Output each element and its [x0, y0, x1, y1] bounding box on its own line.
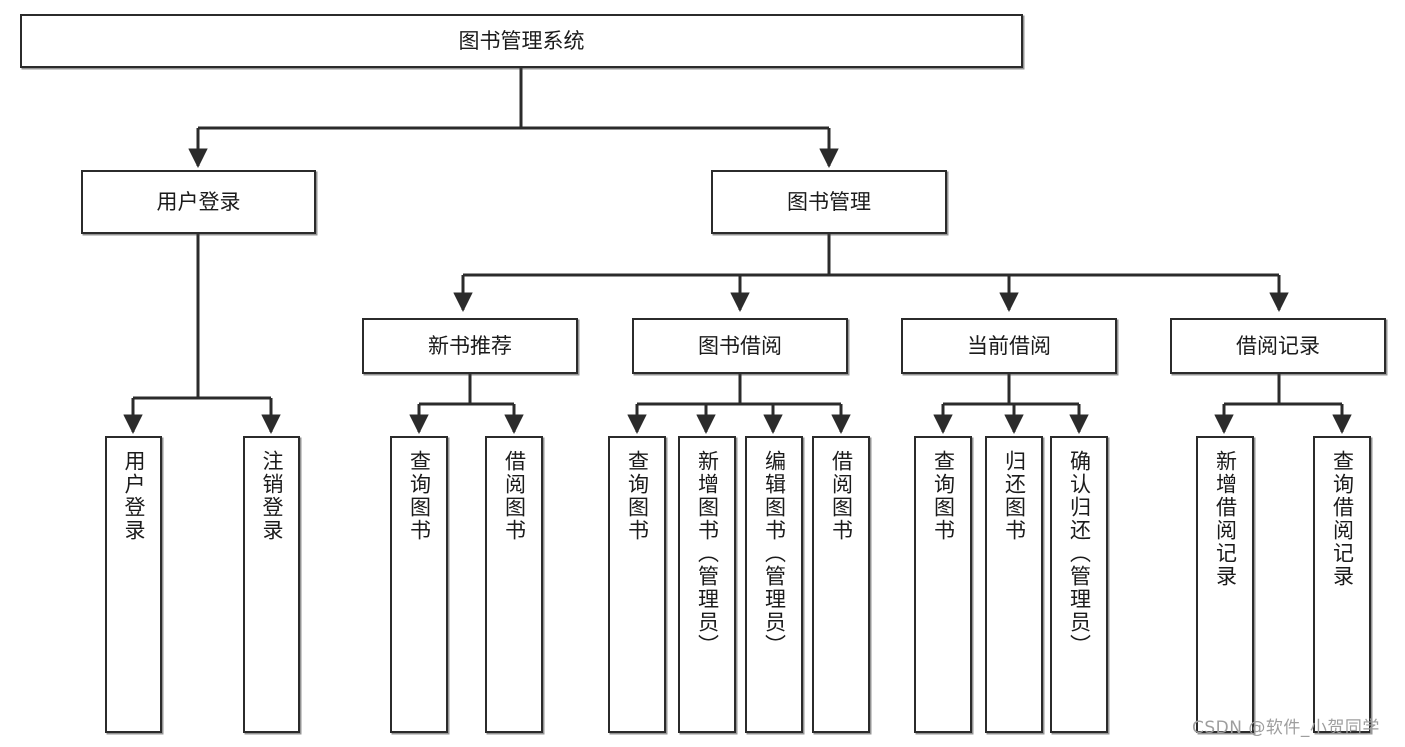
leaf-query-book-recommend[interactable]: 查询图书 [390, 436, 448, 733]
node-label: 用户登录 [122, 450, 147, 542]
node-label: 编辑图书（管理员） [762, 450, 787, 657]
leaf-query-book-borrow[interactable]: 查询图书 [608, 436, 666, 733]
leaf-query-borrow-record[interactable]: 查询借阅记录 [1313, 436, 1371, 733]
node-label: 查询图书 [625, 450, 650, 542]
leaf-edit-book-admin[interactable]: 编辑图书（管理员） [745, 436, 803, 733]
node-user-login[interactable]: 用户登录 [81, 170, 316, 234]
leaf-logout[interactable]: 注销登录 [243, 436, 300, 733]
node-label: 查询借阅记录 [1330, 450, 1355, 588]
node-label: 确认归还（管理员） [1067, 450, 1092, 657]
node-root-book-management-system[interactable]: 图书管理系统 [20, 14, 1023, 68]
leaf-confirm-return-admin[interactable]: 确认归还（管理员） [1050, 436, 1108, 733]
node-current-borrow[interactable]: 当前借阅 [901, 318, 1117, 374]
node-label: 查询图书 [931, 450, 956, 542]
node-new-book-recommend[interactable]: 新书推荐 [362, 318, 578, 374]
node-label: 图书借阅 [698, 333, 782, 358]
node-label: 归还图书 [1002, 450, 1027, 542]
node-label: 借阅记录 [1236, 333, 1320, 358]
node-label: 新增借阅记录 [1213, 450, 1238, 588]
node-borrow-record[interactable]: 借阅记录 [1170, 318, 1386, 374]
node-label: 用户登录 [156, 189, 241, 214]
node-label: 新书推荐 [428, 333, 512, 358]
leaf-query-book-current[interactable]: 查询图书 [914, 436, 972, 733]
node-label: 新增图书（管理员） [695, 450, 720, 657]
node-label: 注销登录 [260, 450, 285, 542]
node-label: 查询图书 [407, 450, 432, 542]
leaf-borrow-book-recommend[interactable]: 借阅图书 [485, 436, 543, 733]
node-label: 借阅图书 [829, 450, 854, 542]
leaf-borrow-book[interactable]: 借阅图书 [812, 436, 870, 733]
leaf-add-borrow-record[interactable]: 新增借阅记录 [1196, 436, 1254, 733]
leaf-user-login[interactable]: 用户登录 [105, 436, 162, 733]
leaf-add-book-admin[interactable]: 新增图书（管理员） [678, 436, 736, 733]
node-label: 图书管理 [787, 189, 871, 214]
node-label: 图书管理系统 [458, 28, 585, 53]
node-label: 当前借阅 [967, 333, 1051, 358]
node-book-borrow[interactable]: 图书借阅 [632, 318, 848, 374]
node-book-management[interactable]: 图书管理 [711, 170, 947, 234]
node-label: 借阅图书 [502, 450, 527, 542]
leaf-return-book[interactable]: 归还图书 [985, 436, 1043, 733]
watermark-text: CSDN @软件_小贺同学 [1192, 718, 1380, 738]
